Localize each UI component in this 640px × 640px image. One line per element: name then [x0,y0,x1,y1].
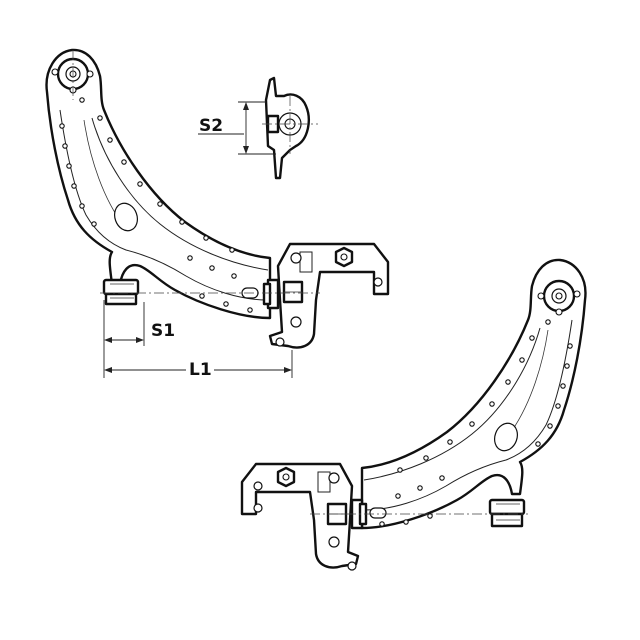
right-arm-body [360,258,587,530]
right-arm-rivets [379,319,573,527]
left-arm-flange-inner [91,117,269,271]
left-front-bushing [262,278,280,310]
s2-label: S2 [199,116,223,136]
s2-detail-view: S2 [198,76,318,180]
left-bracket-nut [334,246,354,268]
dimension-lines: S1 L1 [103,300,293,380]
right-arm-bolt-slot [369,507,387,519]
right-bracket-nut [276,466,296,488]
l1-label: L1 [189,360,212,380]
s1-label: S1 [151,321,175,341]
left-arm-slot [114,202,138,232]
right-arm-flange [363,319,573,511]
left-arm-flange [59,109,269,301]
left-arm-body [45,48,272,320]
left-control-arm [45,48,390,349]
left-rear-bushing [102,278,140,306]
left-arm-rivets [59,97,253,313]
right-arm-slot [494,422,518,452]
right-rear-bushing [488,498,526,528]
right-control-arm [240,258,587,571]
